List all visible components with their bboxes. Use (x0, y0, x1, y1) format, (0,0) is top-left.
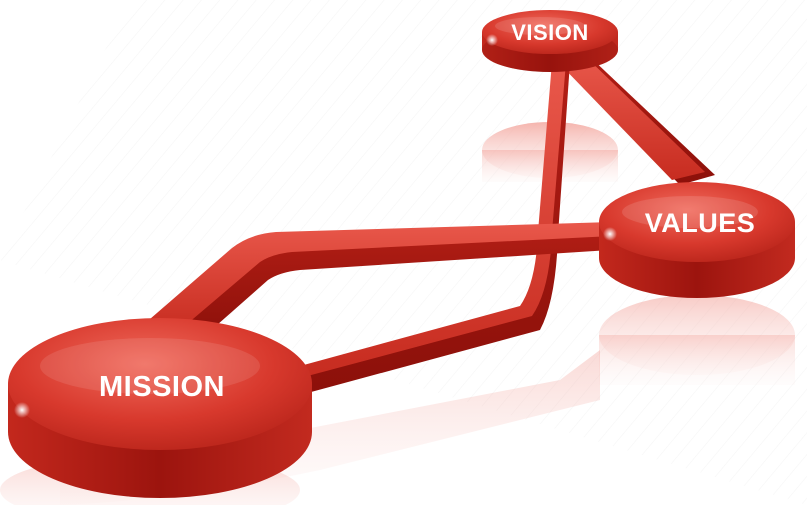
mission-node: MISSION (8, 318, 312, 498)
connector-vision-values (556, 55, 715, 185)
mission-label: MISSION (99, 371, 225, 403)
sparkle-icon (14, 402, 30, 418)
connector-values-mission (135, 222, 612, 340)
sparkle-icon (486, 34, 498, 46)
values-node: VALUES (599, 182, 795, 298)
sparkle-icon (603, 227, 617, 241)
values-label: VALUES (645, 208, 756, 238)
reflections (0, 122, 795, 505)
vision-node: VISION (482, 10, 618, 72)
vision-label: VISION (511, 20, 589, 45)
